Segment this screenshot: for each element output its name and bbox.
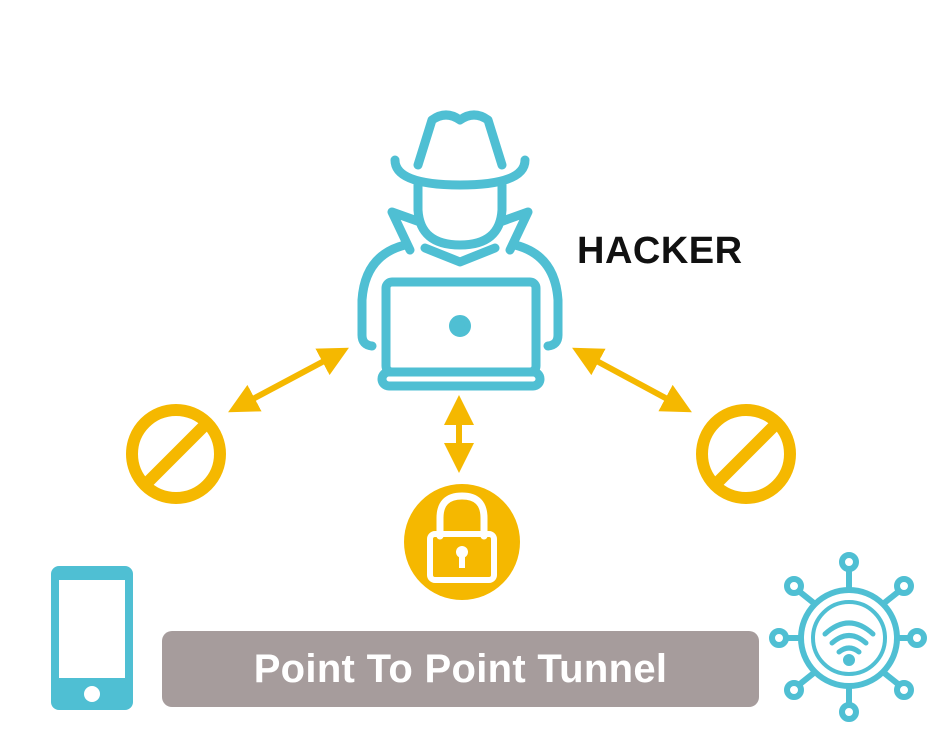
arrow-left bbox=[228, 347, 349, 413]
tunnel-label: Point To Point Tunnel bbox=[253, 646, 668, 691]
smartphone-icon bbox=[51, 566, 133, 710]
arrow-right bbox=[572, 347, 692, 413]
blocked-right-icon bbox=[696, 404, 796, 504]
tunnel-bar: Point To Point Tunnel bbox=[162, 631, 759, 707]
lock-icon bbox=[404, 484, 520, 600]
hacker-label: HACKER bbox=[577, 230, 743, 272]
arrows bbox=[228, 347, 692, 473]
blocked-left-icon bbox=[126, 404, 226, 504]
laptop-icon bbox=[377, 277, 545, 391]
wifi-network-icon bbox=[769, 552, 927, 722]
hacker-icon bbox=[357, 110, 563, 351]
